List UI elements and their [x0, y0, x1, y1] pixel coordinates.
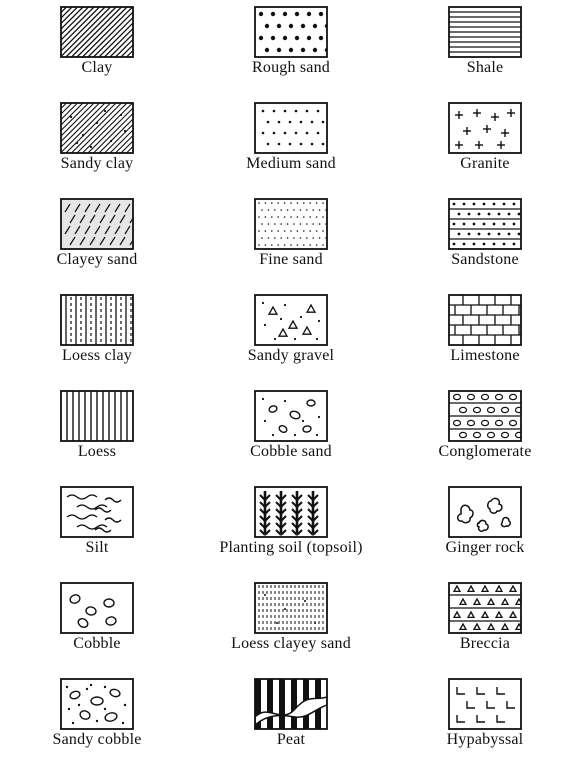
legend-entry: Conglomerate	[388, 384, 582, 480]
sandy-clay-hatch-icon	[61, 103, 133, 153]
loess-clayey-sand-icon	[255, 583, 327, 633]
fine-sand-dots-icon	[255, 199, 327, 249]
hypabyssal-L-marks-icon	[449, 679, 521, 729]
legend-label: Sandy cobble	[0, 731, 194, 749]
legend-entry: Loess clayey sand	[194, 576, 388, 672]
legend-label: Ginger rock	[388, 539, 582, 557]
sandy-cobble-icon	[61, 679, 133, 729]
legend-entry: Rough sand	[194, 0, 388, 96]
legend-label: Sandy clay	[0, 155, 194, 173]
legend-label: Planting soil (topsoil)	[194, 539, 388, 557]
legend-entry: Shale	[388, 0, 582, 96]
ginger-rock-blobs-icon	[449, 487, 521, 537]
granite-crosses-icon	[449, 103, 521, 153]
legend-label: Fine sand	[194, 251, 388, 269]
legend-entry: Sandstone	[388, 192, 582, 288]
legend-entry: Sandy cobble	[0, 672, 194, 768]
legend-label: Conglomerate	[388, 443, 582, 461]
silt-waves-icon	[61, 487, 133, 537]
legend-label: Peat	[194, 731, 388, 749]
legend-label: Loess clayey sand	[194, 635, 388, 653]
legend-label: Loess clay	[0, 347, 194, 365]
legend-entry: Clay	[0, 0, 194, 96]
legend-label: Clay	[0, 59, 194, 77]
cobble-ovals-icon	[61, 583, 133, 633]
legend-entry: Peat	[194, 672, 388, 768]
legend-label: Silt	[0, 539, 194, 557]
legend-entry: Limestone	[388, 288, 582, 384]
legend-label: Cobble sand	[194, 443, 388, 461]
legend-label: Medium sand	[194, 155, 388, 173]
legend-entry: Cobble	[0, 576, 194, 672]
legend-label: Sandstone	[388, 251, 582, 269]
legend-label: Hypabyssal	[388, 731, 582, 749]
conglomerate-layers-icon	[449, 391, 521, 441]
legend-label: Clayey sand	[0, 251, 194, 269]
legend-entry: Breccia	[388, 576, 582, 672]
breccia-triangles-icon	[449, 583, 521, 633]
sandstone-dotted-layers-icon	[449, 199, 521, 249]
legend-entry: Sandy gravel	[194, 288, 388, 384]
legend-label: Shale	[388, 59, 582, 77]
limestone-bricks-icon	[449, 295, 521, 345]
legend-label: Rough sand	[194, 59, 388, 77]
legend-label: Granite	[388, 155, 582, 173]
topsoil-plants-icon	[255, 487, 327, 537]
legend-entry: Sandy clay	[0, 96, 194, 192]
legend-entry: Planting soil (topsoil)	[194, 480, 388, 576]
legend-entry: Ginger rock	[388, 480, 582, 576]
rough-sand-dots-icon	[255, 7, 327, 57]
legend-entry: Clayey sand	[0, 192, 194, 288]
loess-clay-vertical-icon	[61, 295, 133, 345]
legend-entry: Granite	[388, 96, 582, 192]
legend-label: Sandy gravel	[194, 347, 388, 365]
legend-entry: Loess	[0, 384, 194, 480]
legend-entry: Cobble sand	[194, 384, 388, 480]
clay-hatch-icon	[61, 7, 133, 57]
sandy-gravel-triangles-icon	[255, 295, 327, 345]
legend-entry: Medium sand	[194, 96, 388, 192]
legend-label: Cobble	[0, 635, 194, 653]
peat-stripes-icon	[255, 679, 327, 729]
cobble-sand-ovals-icon	[255, 391, 327, 441]
legend-entry: Silt	[0, 480, 194, 576]
loess-vertical-lines-icon	[61, 391, 133, 441]
legend-entry: Fine sand	[194, 192, 388, 288]
legend-label: Loess	[0, 443, 194, 461]
legend-entry: Hypabyssal	[388, 672, 582, 768]
clayey-sand-dashes-icon	[61, 199, 133, 249]
shale-lines-icon	[449, 7, 521, 57]
medium-sand-dots-icon	[255, 103, 327, 153]
legend-entry: Loess clay	[0, 288, 194, 384]
legend-label: Breccia	[388, 635, 582, 653]
legend-label: Limestone	[388, 347, 582, 365]
